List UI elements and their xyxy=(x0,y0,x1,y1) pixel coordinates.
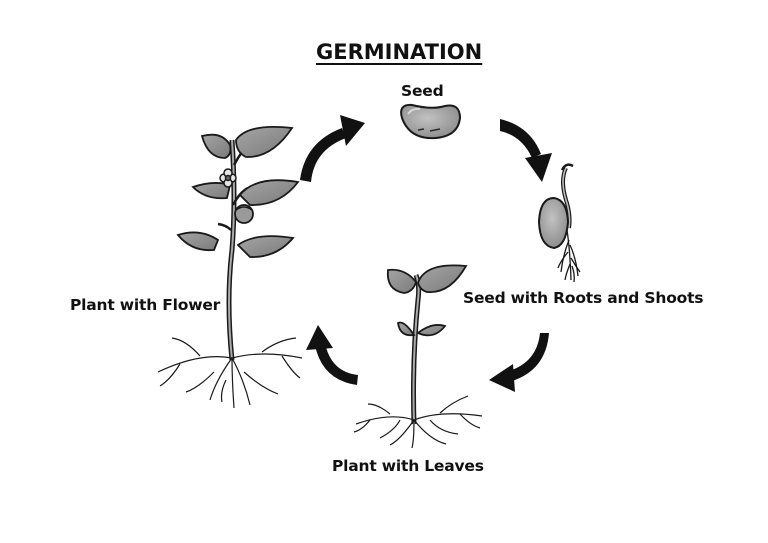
flowering-plant-roots xyxy=(157,337,303,409)
label-seed-roots-shoots: Seed with Roots and Shoots xyxy=(463,289,704,307)
sprouting-seed-illustration xyxy=(537,163,581,283)
diagram-title: GERMINATION xyxy=(316,40,483,64)
arrow-seed-to-roots xyxy=(500,119,552,182)
arrow-roots-to-leaves xyxy=(489,333,549,392)
young-plant-roots xyxy=(353,395,483,449)
arrow-flower-to-seed xyxy=(300,115,365,182)
flower-bud xyxy=(234,204,254,224)
flowering-plant-illustration xyxy=(157,125,303,409)
young-plant-illustration xyxy=(353,264,483,449)
label-plant-flower: Plant with Flower xyxy=(70,296,221,314)
arrow-leaves-to-flower xyxy=(306,325,358,385)
label-plant-leaves: Plant with Leaves xyxy=(332,457,484,475)
seed-illustration xyxy=(400,103,462,140)
label-seed: Seed xyxy=(401,82,444,100)
cycle-arrows xyxy=(300,115,552,392)
flower xyxy=(219,168,237,188)
